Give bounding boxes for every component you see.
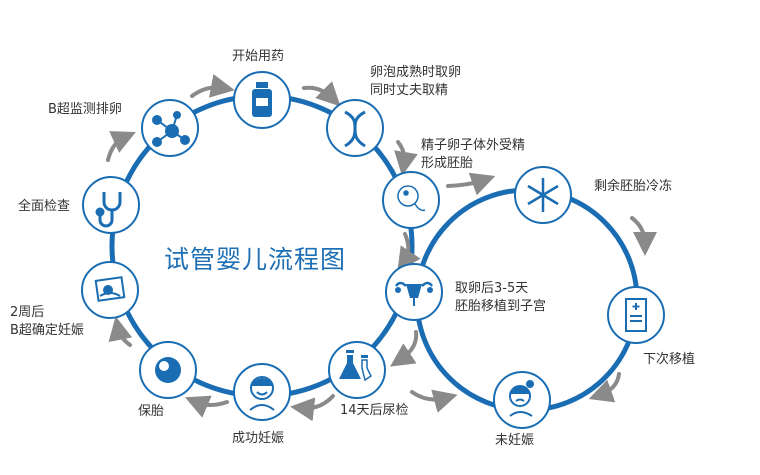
arrow-icon (630, 216, 657, 256)
label-line: B超确定妊娠 (10, 323, 84, 338)
dna-icon (344, 110, 366, 148)
protect-node (139, 341, 197, 399)
monitor-node (141, 99, 199, 157)
molecule-icon (152, 111, 190, 147)
uterus-icon (394, 281, 434, 306)
label-fertilization: 精子卵子体外受精形成胚胎 (421, 137, 525, 173)
label-pregnant: 成功妊娠 (232, 431, 285, 446)
arrow-icon (184, 395, 229, 418)
stethoscope-icon (95, 192, 122, 228)
arrow-icon (106, 131, 136, 162)
checkup-node (82, 176, 140, 234)
pill-bottle-icon (252, 82, 272, 117)
label-line: 2周后 (10, 305, 45, 320)
label-checkup: 全面检查 (18, 199, 71, 214)
retrieval-node (326, 99, 384, 157)
label-next-transfer: 下次移植 (643, 352, 696, 367)
arrow-icon (446, 172, 496, 196)
not-pregnant-node (493, 371, 551, 429)
fetus-icon (155, 357, 181, 383)
label-monitor: B超监测排卵 (48, 102, 122, 117)
egg-cell-icon (397, 185, 426, 212)
arrow-icon (302, 81, 341, 107)
fertilization-node (382, 171, 440, 229)
label-line: 同时丈夫取精 (370, 83, 449, 98)
lab-flask-icon (339, 350, 372, 382)
ultrasound-node (81, 261, 139, 319)
label-line: 精子卵子体外受精 (421, 138, 526, 153)
arrow-icon (108, 316, 133, 347)
label-line: 取卵后3-5天 (455, 281, 529, 296)
arrow-icon (190, 73, 235, 98)
ultrasound-image-icon (94, 276, 126, 302)
freeze-node (514, 166, 572, 224)
label-transfer: 取卵后3-5天胚胎移植到子宫 (455, 280, 546, 316)
medication-node (233, 71, 291, 129)
transfer-node (385, 263, 443, 321)
arrow-icon (290, 394, 335, 422)
arrow-icon (390, 330, 419, 367)
diagram-title: 试管婴儿流程图 (164, 245, 347, 274)
snowflake-icon (527, 178, 559, 212)
label-start-medication: 开始用药 (232, 49, 285, 64)
label-confirm: 2周后 B超确定妊娠 (10, 304, 84, 340)
label-line: 形成胚胎 (421, 156, 474, 171)
next-transfer-node (607, 286, 665, 344)
arrow-icon (397, 232, 421, 272)
label-line: 卵泡成熟时取卵 (370, 65, 462, 80)
pregnant-node (233, 363, 291, 421)
sad-woman-icon (509, 380, 534, 417)
arrow-icon (588, 372, 621, 403)
document-icon (625, 298, 647, 332)
label-retrieval: 卵泡成熟时取卵同时丈夫取精 (370, 64, 461, 100)
label-freeze: 剩余胚胎冷冻 (594, 179, 673, 194)
label-protect: 保胎 (138, 404, 165, 419)
label-line: 胚胎移植到子宫 (455, 299, 547, 314)
arrow-icon (410, 389, 458, 413)
urine-test-node (328, 341, 386, 399)
label-not-pregnant: 未妊娠 (495, 433, 535, 448)
label-urine-test: 14天后尿检 (340, 403, 409, 418)
arrow-icon (394, 140, 418, 176)
happy-woman-icon (249, 376, 275, 411)
